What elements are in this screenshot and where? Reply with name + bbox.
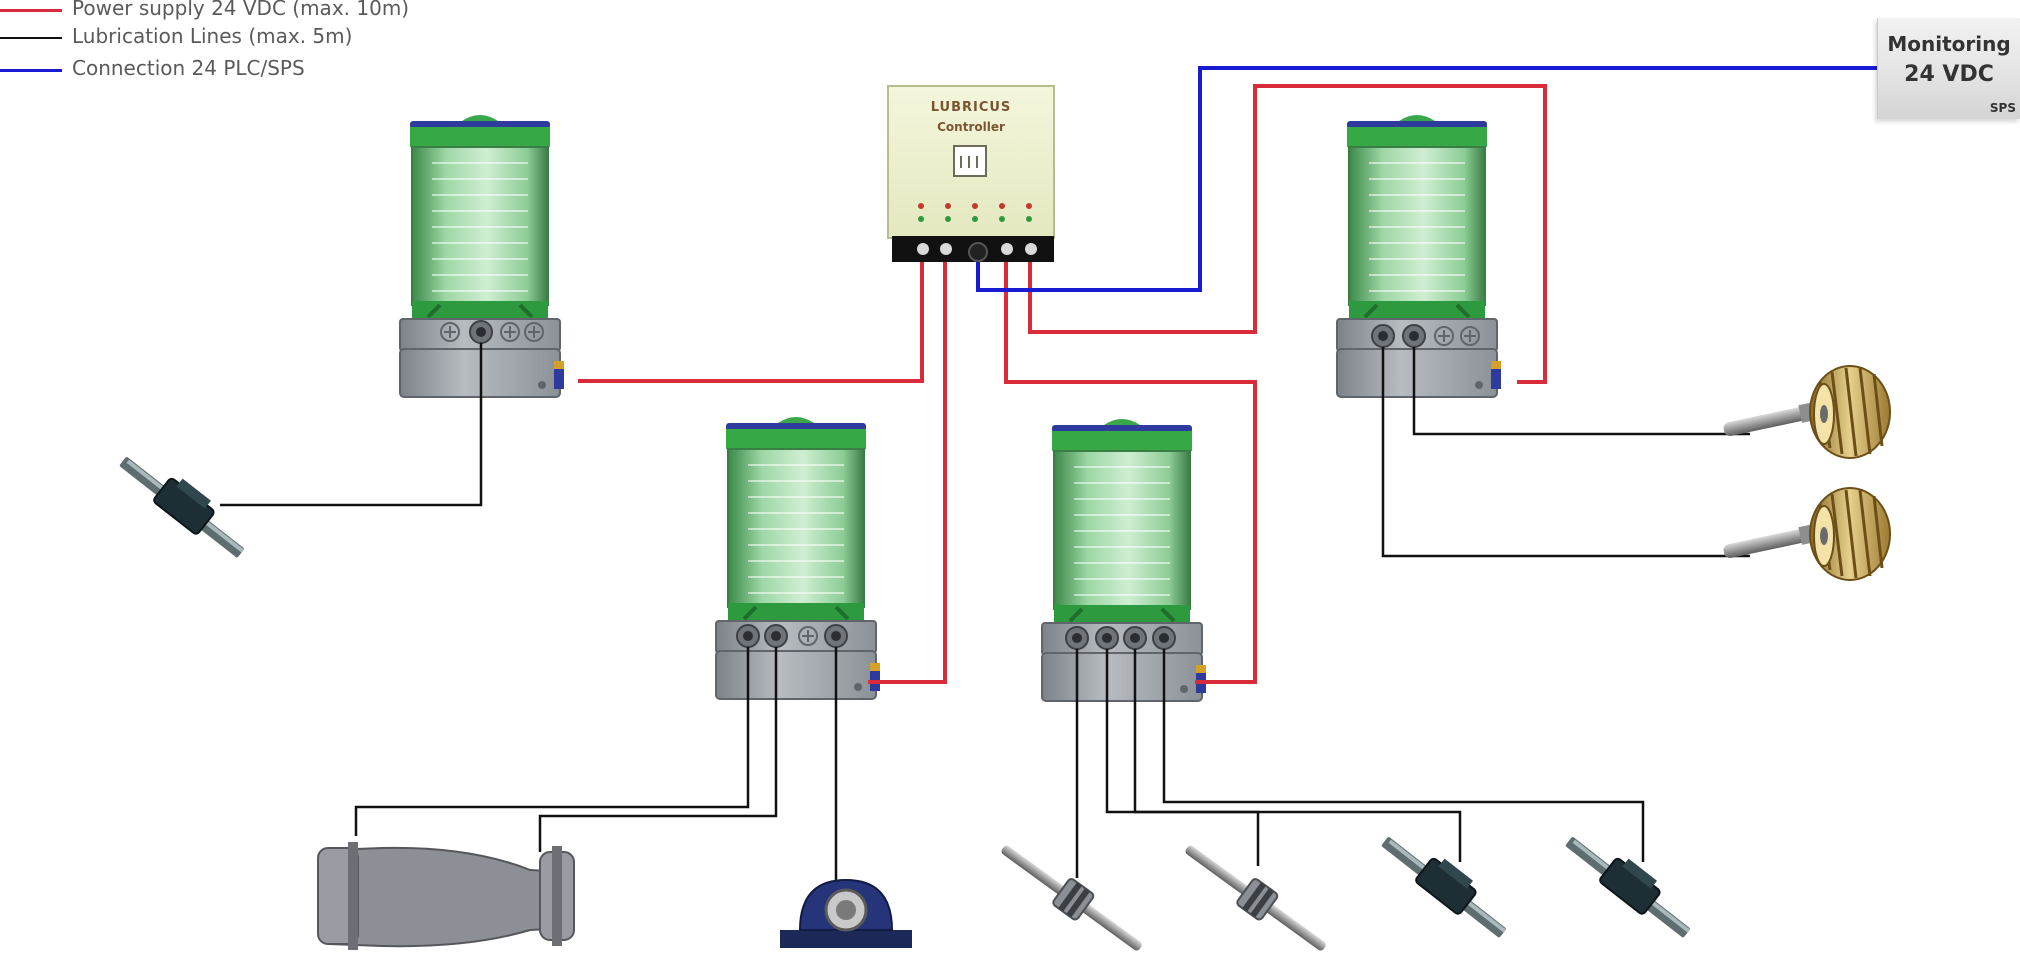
- legend-swatch-lube: [0, 37, 62, 39]
- outlet-port-icon: [1402, 324, 1426, 348]
- legend-swatch-power: [0, 9, 62, 12]
- power-wires: [578, 84, 1547, 684]
- outlet-port-icon: [764, 624, 788, 648]
- outlet-port-icon: [1371, 324, 1395, 348]
- outlet-port-icon: [1095, 626, 1119, 650]
- outlet-port-icon: [1152, 626, 1176, 650]
- lubricus-controller: [887, 85, 1055, 262]
- legend-label-plc: Connection 24 PLC/SPS: [72, 56, 305, 80]
- monitoring-voltage: 24 VDC: [1904, 62, 1994, 87]
- monitoring-box: Monitoring 24 VDC SPS: [1877, 18, 2020, 119]
- lubricator-unit-4: [1335, 113, 1503, 399]
- lubricator-unit-3: [1040, 417, 1208, 703]
- gear-icon: [1720, 364, 1892, 460]
- controller-subtitle: Controller: [937, 120, 1005, 134]
- ball-screw-icon: [1176, 834, 1335, 962]
- gear-icon: [1720, 486, 1892, 582]
- pillow-block-bearing-icon: [780, 878, 912, 948]
- legend-label-lube: Lubrication Lines (max. 5m): [72, 24, 353, 48]
- monitoring-title: Monitoring: [1887, 32, 2011, 56]
- legend-swatch-plc: [0, 69, 62, 72]
- outlet-port-icon: [1123, 626, 1147, 650]
- status-led-icons: [918, 203, 1032, 222]
- plc-connection-wire: [976, 66, 1877, 292]
- controller-brand: LUBRICUS: [930, 100, 1012, 115]
- outlet-port-icon: [824, 624, 848, 648]
- linear-guide-icon: [118, 455, 246, 560]
- lubricator-unit-2: [714, 415, 882, 701]
- outlet-port-icon: [469, 320, 493, 344]
- monitoring-sps: SPS: [1989, 101, 2016, 115]
- lubrication-lines: [220, 343, 1750, 880]
- outlet-port-icon: [736, 624, 760, 648]
- pipe-coupling-icon: [317, 842, 575, 950]
- outlet-port-icon: [1065, 626, 1089, 650]
- ball-screw-icon: [992, 834, 1151, 962]
- legend-label-power: Power supply 24 VDC (max. 10m): [72, 0, 410, 20]
- linear-guide-icon: [1564, 835, 1692, 940]
- linear-guide-icon: [1380, 835, 1508, 940]
